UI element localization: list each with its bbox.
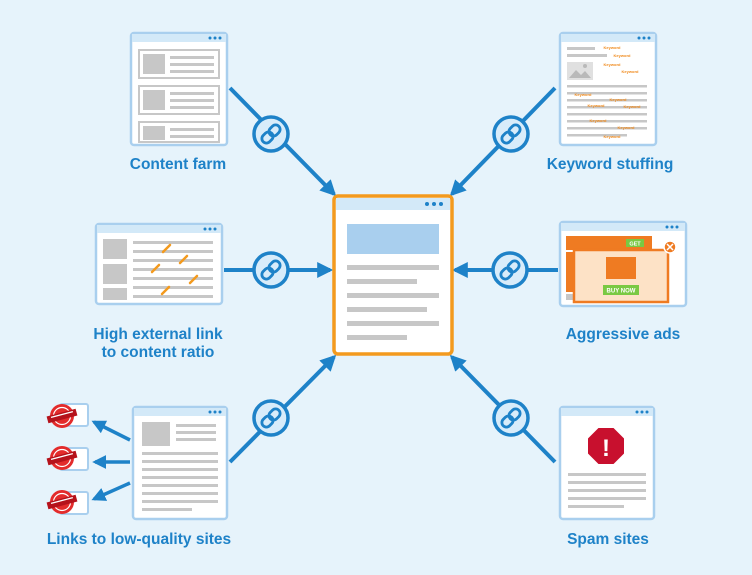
keyword-tag: Keyword xyxy=(610,97,627,102)
keyword-tag: Keyword xyxy=(575,92,592,97)
stop-sign-icon xyxy=(586,426,626,466)
low-quality-site xyxy=(46,445,89,471)
content-farm-page xyxy=(129,31,229,147)
keyword-stuffing-page: Keyword Keyword Keyword Keyword Keyword … xyxy=(558,31,658,147)
get-button: GET xyxy=(629,242,641,248)
chain-link-icon xyxy=(492,115,530,153)
chain-link-icon xyxy=(252,399,290,437)
label-high-external-line2: to content ratio xyxy=(101,344,215,361)
label-high-external-line1: High external link xyxy=(93,326,223,343)
low-quality-site xyxy=(46,489,89,515)
center-page xyxy=(332,194,454,356)
keyword-tag: Keyword xyxy=(604,45,621,50)
keyword-tag: Keyword xyxy=(622,69,639,74)
warning-symbol: ! xyxy=(602,435,610,462)
arrow-icon xyxy=(91,481,131,501)
link-icon xyxy=(160,285,171,296)
chain-link-icon xyxy=(252,251,290,289)
keyword-tag: Keyword xyxy=(618,125,635,130)
low-quality-site xyxy=(46,403,89,429)
buy-now-button: BUY NOW xyxy=(607,289,636,295)
arrow-icon xyxy=(91,420,131,442)
keyword-tag: Keyword xyxy=(604,134,621,139)
aggressive-ads-page: GET BUY NOW xyxy=(558,220,688,308)
link-icon xyxy=(178,254,189,265)
link-icon xyxy=(161,243,172,254)
chain-link-icon xyxy=(492,399,530,437)
keyword-tag: Keyword xyxy=(588,103,605,108)
keyword-tag: Keyword xyxy=(604,62,621,67)
link-icon xyxy=(188,274,199,285)
high-external-link-page xyxy=(94,222,224,306)
link-icon xyxy=(150,263,161,274)
spam-sites-page: ! xyxy=(558,405,656,521)
label-content-farm: Content farm xyxy=(129,156,227,173)
label-low-quality-links: Links to low-quality sites xyxy=(46,531,232,548)
chain-link-icon xyxy=(491,251,529,289)
label-keyword-stuffing: Keyword stuffing xyxy=(546,156,674,173)
keyword-tag: Keyword xyxy=(614,53,631,58)
low-quality-links-page xyxy=(46,403,229,521)
keyword-tag: Keyword xyxy=(590,118,607,123)
label-spam-sites: Spam sites xyxy=(567,531,649,548)
keyword-tag: Keyword xyxy=(624,104,641,109)
chain-link-icon xyxy=(252,115,290,153)
label-aggressive-ads: Aggressive ads xyxy=(565,326,681,343)
